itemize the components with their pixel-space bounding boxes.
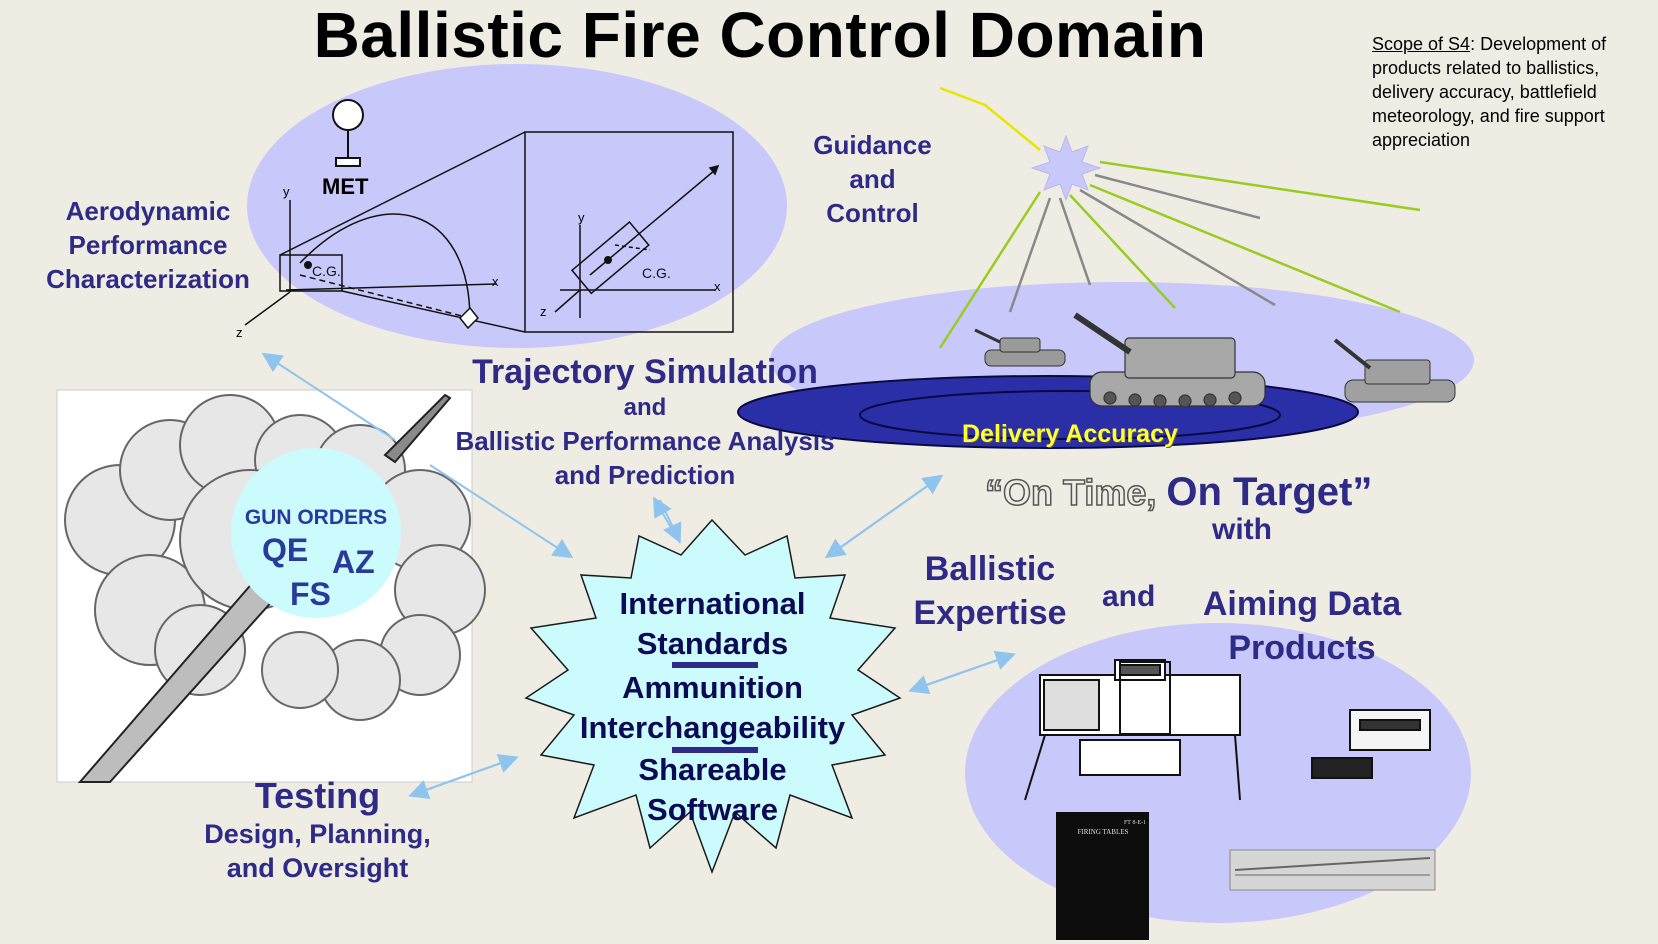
star-line6: Software: [647, 792, 778, 827]
gun-orders-circle: [231, 448, 401, 618]
star-divider-2: [672, 747, 758, 753]
tank-right-icon: [1333, 338, 1456, 403]
firing-tables-book: [1056, 812, 1149, 940]
axis-label-z1: z: [236, 325, 243, 340]
tank-large-icon: [1073, 312, 1266, 408]
cg-dot: [304, 261, 312, 269]
axis-label-y2: y: [578, 210, 585, 225]
gun-orders-qe: QE: [262, 532, 309, 568]
star-line5: Shareable: [638, 752, 787, 787]
cg-label-1: C.G.: [312, 263, 341, 279]
testing-label: Testing Design, Planning, and Oversight: [180, 775, 455, 885]
guidance-line3: Control: [826, 198, 919, 228]
and-label: and: [1102, 580, 1156, 613]
smoke-cloud-icon: [64, 394, 486, 721]
guidance-label: Guidance and Control: [790, 128, 955, 230]
aero-label: Aerodynamic Performance Characterization: [28, 194, 268, 296]
trajectory-label: Trajectory Simulation and Ballistic Perf…: [425, 352, 865, 492]
gun-orders-fs: FS: [290, 576, 331, 612]
ballistic-line2: Expertise: [913, 594, 1067, 632]
axis-label-x2: x: [714, 279, 721, 294]
met-label: MET: [322, 174, 369, 199]
scope-text: Scope of S4: Development of products rel…: [1372, 32, 1652, 152]
axis-label-z2: z: [540, 304, 547, 319]
on-time-on-target: “On Time, On Target”: [984, 470, 1415, 515]
firing-tables-code: FT 8-E-1: [1123, 820, 1146, 826]
page-title: Ballistic Fire Control Domain: [313, 0, 1207, 71]
star-line3: Ammunition: [622, 670, 803, 705]
gun-orders-az: AZ: [332, 544, 375, 580]
on-time-text: “On Time,: [984, 471, 1167, 514]
ballistic-expertise-label: Ballistic Expertise: [905, 547, 1075, 635]
star-line4: Interchangeability: [579, 710, 846, 745]
slide-rule-icon: [1229, 849, 1436, 891]
tank-small-icon: [974, 328, 1066, 367]
trajectory-main: Trajectory Simulation: [472, 353, 818, 391]
axis-label-x1: x: [492, 274, 499, 289]
aiming-line2: Products: [1228, 629, 1376, 667]
trajectory-line2: Ballistic Performance Analysis: [455, 426, 835, 456]
firing-tables-text: FT 8-E-1 FIRING TABLES: [1060, 820, 1146, 836]
aiming-data-label: Aiming Data Products: [1182, 582, 1422, 670]
guidance-line1: Guidance: [813, 130, 932, 160]
firing-tables-title: FIRING TABLES: [1077, 828, 1129, 836]
scope-body: : Development of products related to bal…: [1372, 34, 1607, 150]
testing-line2: Design, Planning,: [204, 819, 431, 849]
trajectory-and: and: [623, 394, 667, 421]
computer-equipment-icon: [1024, 659, 1241, 801]
gun-orders-title: GUN ORDERS: [244, 506, 388, 529]
trajectory-line3: and Prediction: [554, 460, 736, 490]
testing-title: Testing: [254, 775, 381, 816]
target-ring: [859, 390, 1281, 440]
star-text: International Standards Ammunition Inter…: [560, 584, 865, 830]
aero-line1: Aerodynamic: [65, 196, 231, 226]
aero-line3: Characterization: [46, 264, 250, 294]
star-line1: International: [619, 586, 806, 621]
sun-icon: [1030, 134, 1102, 202]
trajectory-diagram: [244, 131, 734, 333]
with-label: with: [1212, 513, 1272, 546]
aero-line2: Performance: [68, 230, 228, 260]
delivery-accuracy-label: Delivery Accuracy: [962, 420, 1178, 448]
star-divider-1: [672, 662, 758, 668]
aiming-line1: Aiming Data: [1202, 585, 1402, 623]
scope-label: Scope of S4: [1372, 34, 1471, 54]
on-target-text: On Target”: [1166, 470, 1373, 514]
cg-dot-2: [604, 256, 612, 264]
met-icon: [332, 99, 364, 167]
trajectory-ellipse: [247, 64, 787, 348]
testing-line3: and Oversight: [226, 853, 409, 883]
axis-label-y1: y: [283, 184, 290, 199]
guidance-line2: and: [849, 164, 896, 194]
central-star: [524, 518, 902, 875]
printer-icon: [1311, 709, 1431, 779]
cg-label-2: C.G.: [642, 265, 671, 281]
ballistic-line1: Ballistic: [924, 550, 1056, 588]
sun-rays: [938, 86, 1421, 349]
star-line2: Standards: [636, 626, 789, 661]
connector-arrows: [261, 352, 1016, 800]
